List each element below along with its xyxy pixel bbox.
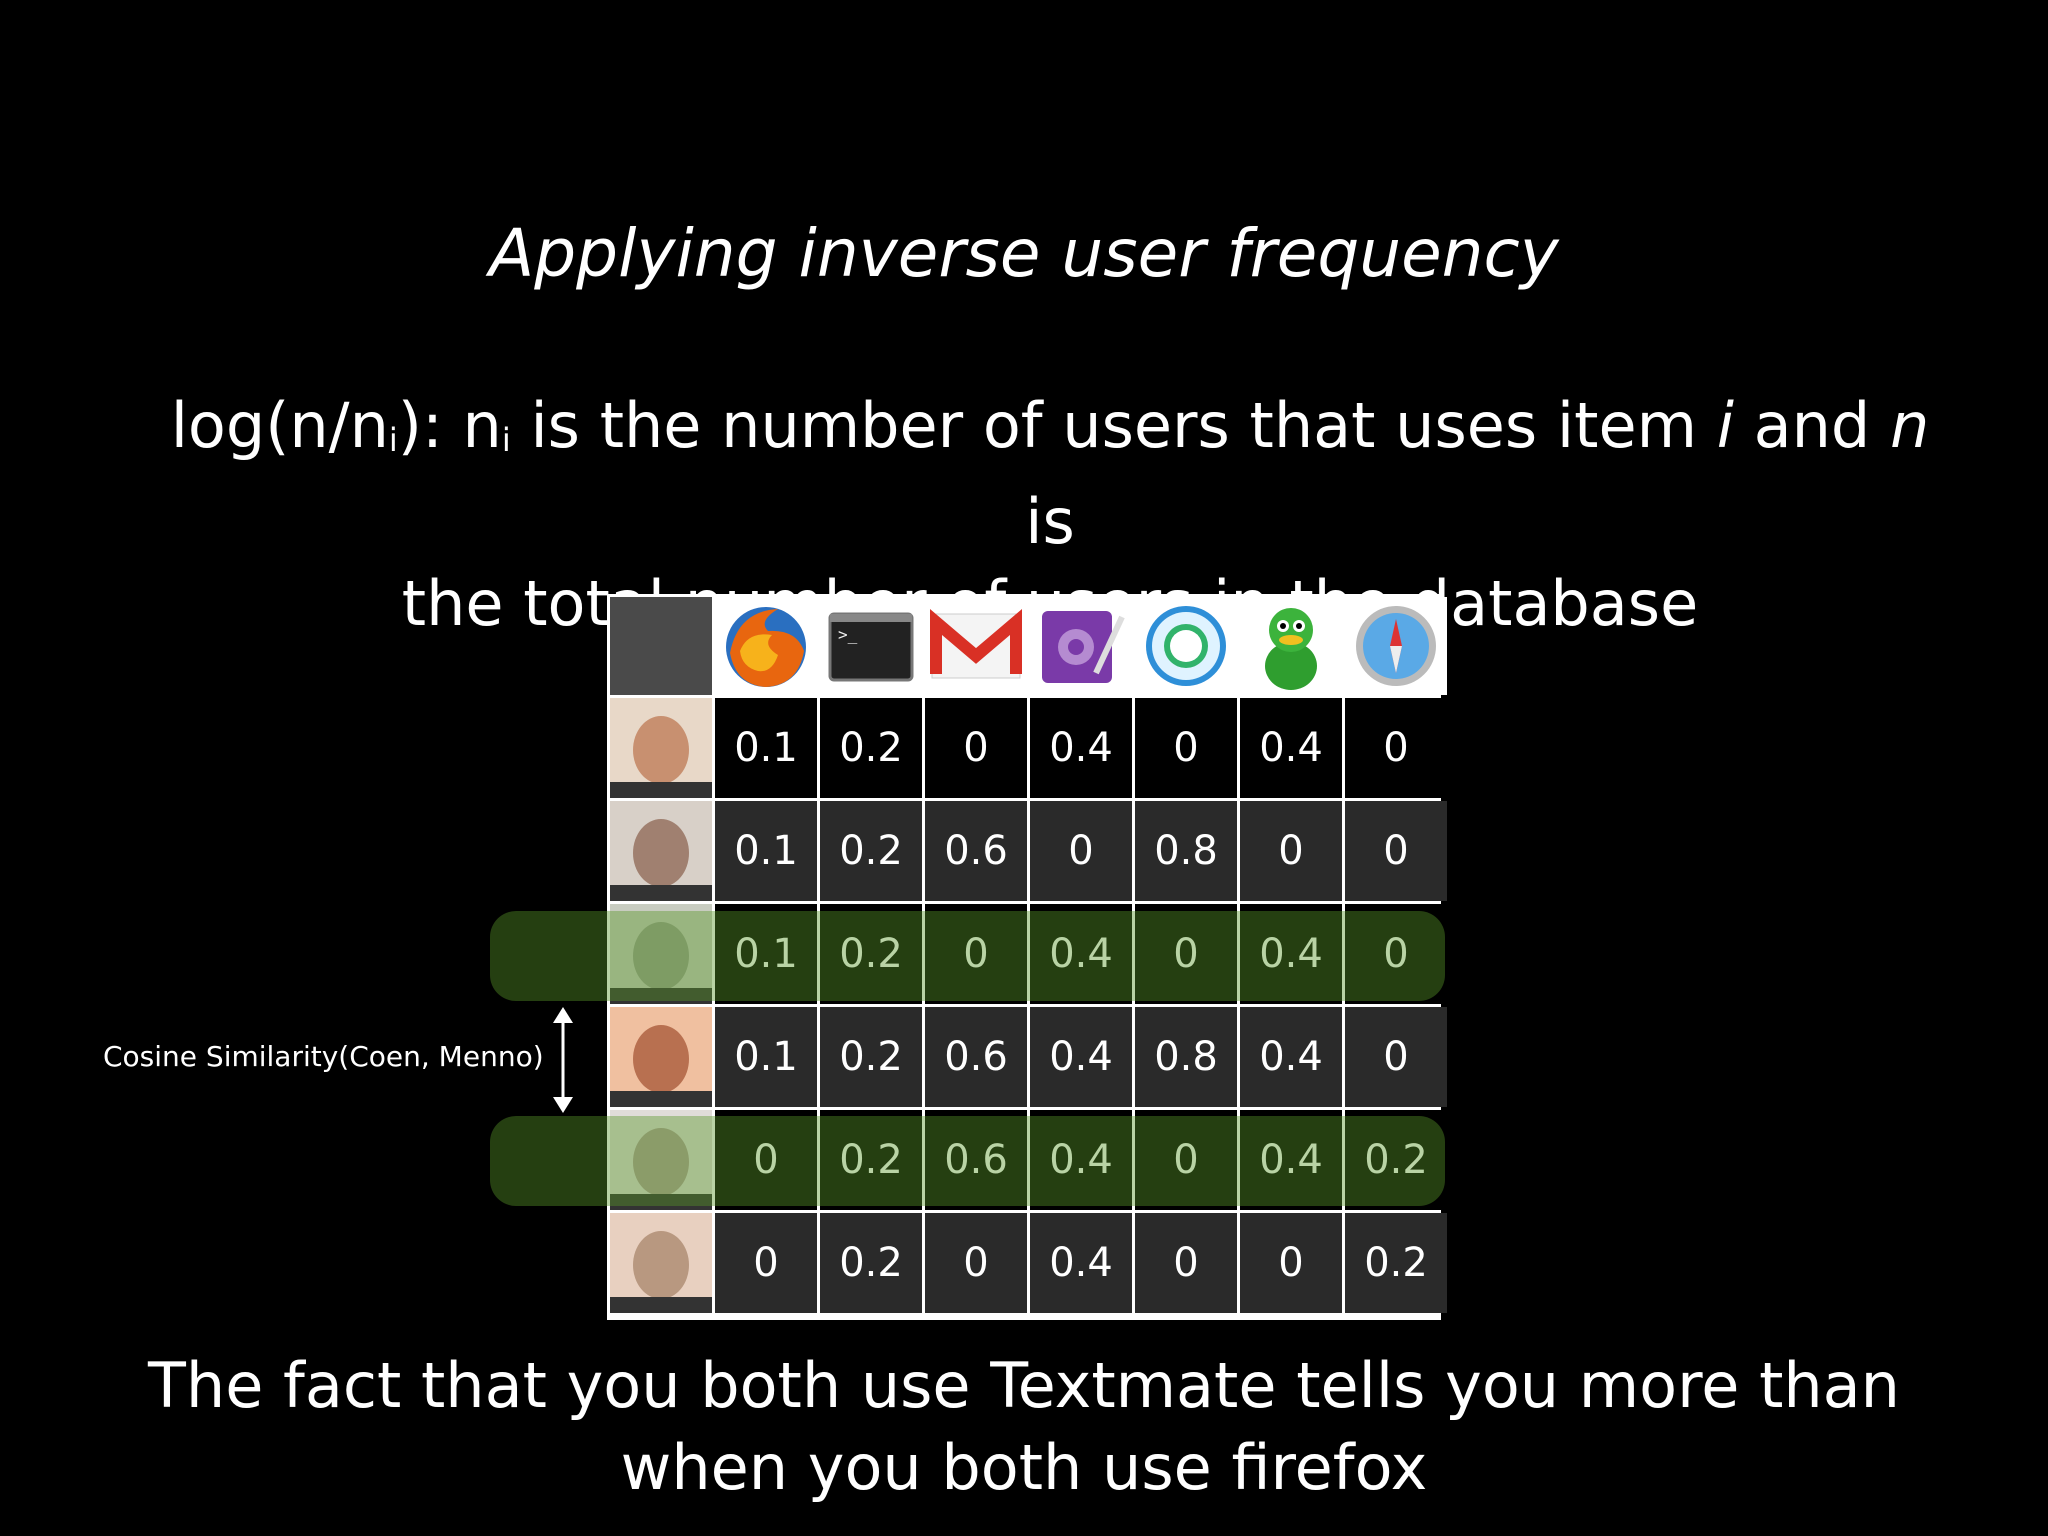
- matrix-corner: [610, 597, 712, 695]
- matrix-value: 0.4: [1030, 1110, 1132, 1210]
- slide-caption: The fact that you both use Textmate tell…: [0, 1345, 2048, 1509]
- matrix-value: 0: [1345, 1007, 1447, 1107]
- matrix-value: 0.2: [820, 1213, 922, 1313]
- matrix-value: 0.2: [1345, 1110, 1447, 1210]
- user-6-avatar: [610, 1213, 712, 1313]
- matrix-value: 0.4: [1240, 1007, 1342, 1107]
- matrix-value: 0.4: [1030, 698, 1132, 798]
- matrix-value: 0.4: [1240, 698, 1342, 798]
- matrix-value: 0: [715, 1213, 817, 1313]
- matrix-value: 0.1: [715, 904, 817, 1004]
- caption-line-1: The fact that you both use Textmate tell…: [148, 1349, 1900, 1422]
- matrix-value: 0.2: [820, 801, 922, 901]
- matrix-value: 0: [925, 904, 1027, 1004]
- matrix-value: 0: [925, 1213, 1027, 1313]
- matrix-value: 0.2: [820, 698, 922, 798]
- matrix-value: 0: [1030, 801, 1132, 901]
- user-3-avatar: [610, 904, 712, 1004]
- matrix-value: 0: [1345, 698, 1447, 798]
- matrix-value: 0.6: [925, 801, 1027, 901]
- matrix-value: 0.2: [820, 904, 922, 1004]
- matrix-value: 0.1: [715, 801, 817, 901]
- matrix-value: 0.4: [1030, 904, 1132, 1004]
- user-1-avatar: [610, 698, 712, 798]
- slide-title: Applying inverse user frequency: [489, 215, 1559, 292]
- cosine-similarity-label: Cosine Similarity(Coen, Menno): [103, 1040, 544, 1073]
- firefox-icon: [715, 597, 817, 695]
- matrix-value: 0: [1240, 801, 1342, 901]
- user-5-avatar: [610, 1110, 712, 1210]
- double-arrow-icon: [553, 1007, 573, 1113]
- matrix-value: 0.1: [715, 698, 817, 798]
- matrix-value: 0.4: [1240, 904, 1342, 1004]
- matrix-value: 0: [1345, 801, 1447, 901]
- adium-duck-icon: [1240, 597, 1342, 695]
- svg-text:>_: >_: [838, 625, 858, 644]
- matrix-value: 0.2: [820, 1110, 922, 1210]
- matrix-value: 0: [1345, 904, 1447, 1004]
- matrix-value: 0.4: [1030, 1007, 1132, 1107]
- matrix-value: 0: [925, 698, 1027, 798]
- caption-line-2: when you both use firefox: [620, 1431, 1428, 1504]
- safari-compass-icon: [1345, 597, 1447, 695]
- matrix-value: 0.2: [1345, 1213, 1447, 1313]
- matrix-value: 0.6: [925, 1110, 1027, 1210]
- matrix-value: 0: [1135, 1110, 1237, 1210]
- matrix-value: 0: [1135, 698, 1237, 798]
- matrix-value: 0.4: [1240, 1110, 1342, 1210]
- matrix-value: 0.8: [1135, 1007, 1237, 1107]
- highlight-row-coen: [490, 911, 1445, 1001]
- matrix-value: 0.4: [1030, 1213, 1132, 1313]
- matrix-value: 0: [1135, 1213, 1237, 1313]
- matrix-value: 0.8: [1135, 801, 1237, 901]
- user-4-avatar: [610, 1007, 712, 1107]
- matrix-value: 0: [715, 1110, 817, 1210]
- matrix-value: 0: [1135, 904, 1237, 1004]
- matrix-value: 0.6: [925, 1007, 1027, 1107]
- matrix-value: 0.2: [820, 1007, 922, 1107]
- gmail-icon: [925, 597, 1027, 695]
- itunes-disc-icon: [1135, 597, 1237, 695]
- user-2-avatar: [610, 801, 712, 901]
- formula-line-1: log(n/ni): ni is the number of users tha…: [170, 389, 1930, 558]
- matrix-value: 0: [1240, 1213, 1342, 1313]
- textmate-icon: [1030, 597, 1132, 695]
- highlight-row-menno: [490, 1116, 1445, 1206]
- terminal-icon: >_: [820, 597, 922, 695]
- matrix-value: 0.1: [715, 1007, 817, 1107]
